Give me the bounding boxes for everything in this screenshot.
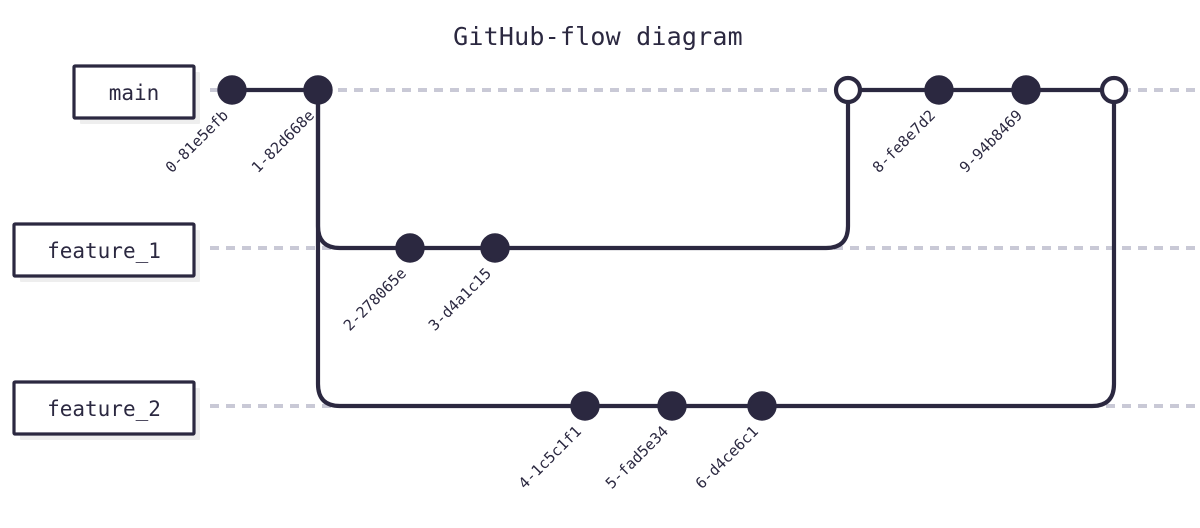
- commit-label-2: 2-278065e: [340, 264, 410, 334]
- edge-1-to-4-branch: [315, 87, 588, 409]
- branch-box-feature-2-rect: [12, 380, 196, 436]
- commit-node-4[interactable]: [570, 391, 600, 421]
- merge-node-10[interactable]: [1099, 75, 1129, 105]
- commit-node-9[interactable]: [1011, 75, 1041, 105]
- edge-1-to-2-branch: [315, 87, 413, 251]
- branch-box-main-rect: [72, 64, 196, 120]
- branch-box-feature-1-label: feature_1: [47, 239, 161, 263]
- commit-label-6: 6-d4ce6c1: [692, 422, 762, 492]
- edge-3-to-merge-848: [492, 87, 851, 251]
- commit-node-5[interactable]: [657, 391, 687, 421]
- page-title: GitHub-flow diagram: [453, 22, 743, 51]
- branch-box-main-label: main: [109, 81, 160, 105]
- commit-node-2[interactable]: [395, 233, 425, 263]
- edge-6-to-merge-1114: [759, 87, 1117, 409]
- branch-box-feature-2-label: feature_2: [47, 397, 161, 421]
- commit-node-3[interactable]: [480, 233, 510, 263]
- branch-box-main[interactable]: main: [72, 64, 200, 124]
- branch-label-boxes: main feature_1 feature_2: [12, 64, 200, 440]
- branch-box-feature-1-rect: [12, 222, 196, 278]
- commit-label-8: 8-fe8e7d2: [869, 106, 939, 176]
- branch-box-feature-1[interactable]: feature_1: [12, 222, 200, 282]
- commit-label-1: 1-82d668e: [248, 106, 318, 176]
- commit-node-1[interactable]: [303, 75, 333, 105]
- merge-node-7[interactable]: [833, 75, 863, 105]
- commit-label-5: 5-fad5e34: [602, 422, 672, 492]
- commit-labels: 0-81e5efb 1-82d668e 2-278065e 3-d4a1c15 …: [162, 106, 1026, 492]
- commit-node-8[interactable]: [924, 75, 954, 105]
- commit-label-4: 4-1c5c1f1: [515, 422, 585, 492]
- commit-label-3: 3-d4a1c15: [425, 264, 495, 334]
- commit-node-6[interactable]: [747, 391, 777, 421]
- commit-nodes: [217, 75, 1129, 421]
- commit-label-9: 9-94b8469: [956, 106, 1026, 176]
- branch-box-feature-2[interactable]: feature_2: [12, 380, 200, 440]
- commit-node-0[interactable]: [217, 75, 247, 105]
